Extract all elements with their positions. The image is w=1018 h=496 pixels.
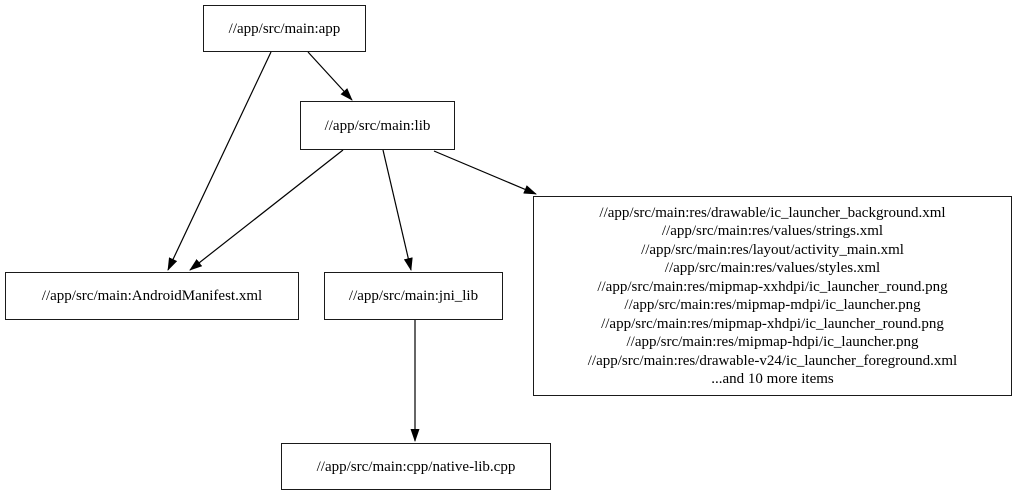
node-native-lib-label: //app/src/main:cpp/native-lib.cpp [316,458,516,475]
resource-line: //app/src/main:res/layout/activity_main.… [641,241,904,258]
edge-lib-to-jni-lib [382,149,413,271]
edge-app-to-manifest [167,51,272,271]
node-jni-lib: //app/src/main:jni_lib [324,272,503,320]
resource-line: //app/src/main:res/mipmap-hdpi/ic_launch… [626,334,919,350]
resource-line: //app/src/main:res/drawable/ic_launcher_… [599,204,946,221]
node-native-lib: //app/src/main:cpp/native-lib.cpp [281,443,551,490]
resource-line: //app/src/main:res/mipmap-xhdpi/ic_launc… [601,315,944,332]
edge-app-to-lib [307,51,353,101]
resource-line: //app/src/main:res/mipmap-mdpi/ic_launch… [624,297,921,313]
resource-line: //app/src/main:res/mipmap-xxhdpi/ic_laun… [597,278,948,295]
edge-lib-to-resources [433,150,537,195]
node-lib: //app/src/main:lib [300,101,455,150]
node-resources-group: //app/src/main:res/drawable/ic_launcher_… [533,196,1012,396]
node-android-manifest: //app/src/main:AndroidManifest.xml [5,272,299,320]
node-app: //app/src/main:app [203,5,366,52]
node-android-manifest-label: //app/src/main:AndroidManifest.xml [41,288,263,304]
resource-line: //app/src/main:res/values/styles.xml [664,260,881,276]
resource-line: //app/src/main:res/drawable-v24/ic_launc… [587,352,958,369]
node-jni-lib-label: //app/src/main:jni_lib [348,288,479,304]
resource-line: //app/src/main:res/values/strings.xml [661,223,884,239]
edge-lib-to-manifest [189,149,344,271]
node-lib-label: //app/src/main:lib [324,117,431,134]
resource-line-more: ...and 10 more items [711,371,834,387]
node-app-label: //app/src/main:app [228,20,341,37]
